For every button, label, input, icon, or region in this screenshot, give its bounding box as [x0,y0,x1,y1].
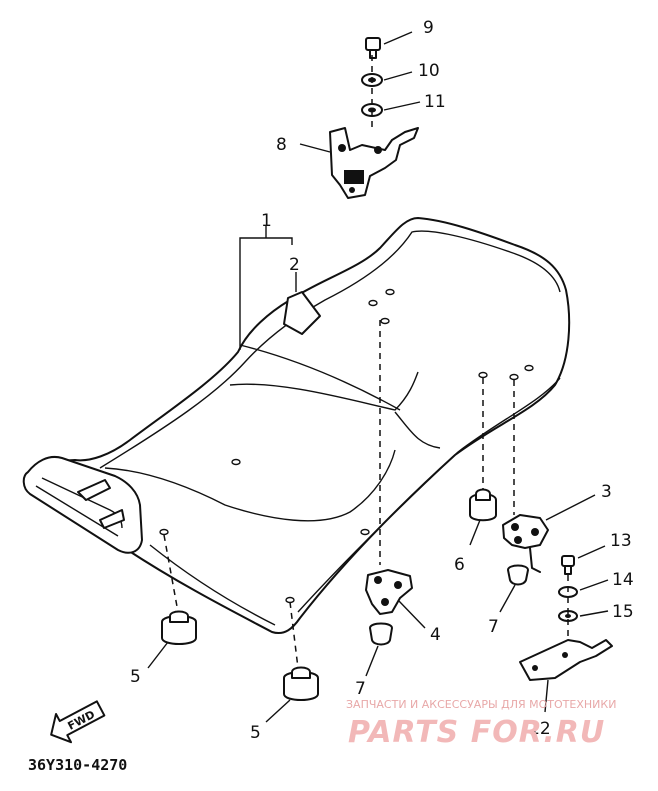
part-9-bolt [365,37,381,59]
fwd-arrow: FWD [50,700,106,744]
callout-2: 2 [289,255,300,275]
callout-3: 3 [601,482,612,502]
watermark: ЗАПЧАСТИ И АКСЕССУАРЫ ДЛЯ МОТОТЕХНИКИ PA… [346,698,616,750]
part-12-lock-plate [519,639,613,681]
diagram-part-code: 36Y310-4270 [28,756,127,774]
callout-labels: 1 2 3 4 5 5 6 7 7 8 9 10 11 12 13 14 15 [130,18,634,743]
lock-block [344,170,364,184]
mounting-holes [159,288,534,604]
callout-13: 13 [610,531,632,551]
callout-14: 14 [612,570,634,590]
part-6-damper [469,488,497,522]
callout-5-rear: 5 [250,723,261,743]
callout-7-left: 7 [355,679,366,699]
callout-5-front: 5 [130,667,141,687]
callout-6: 6 [454,555,465,575]
seat-front-fold [229,371,419,411]
part-7-grommet-left [369,622,393,646]
callout-12: 12 [529,719,551,739]
part-8-seat-lock [329,127,419,199]
part-4-hook [365,569,413,615]
callout-9: 9 [423,18,434,38]
seat-surface-line [104,449,396,522]
leader-lines [147,31,609,723]
seat-outline [30,217,571,634]
alignment-lines [163,55,569,669]
part-5-damper-front [161,610,197,645]
callout-1: 1 [261,211,272,231]
callout-10: 10 [418,61,440,81]
part-7-grommet-right [507,564,529,586]
callout-15: 15 [612,602,634,622]
watermark-tagline: ЗАПЧАСТИ И АКСЕССУАРЫ ДЛЯ МОТОТЕХНИКИ [346,698,616,711]
callout-4: 4 [430,625,441,645]
callout-7-right: 7 [488,617,499,637]
seat-rim [99,230,561,469]
watermark-logo: PARTS FOR.RU [348,715,605,750]
grab-rail [22,456,143,554]
part-2-seat-tab [283,291,321,335]
part-3-hook [502,514,549,573]
callout-11: 11 [424,92,446,112]
seat-assembly [30,217,571,634]
part-5-damper-rear [283,666,319,701]
callout-8: 8 [276,135,287,155]
part-13-bolt [561,555,575,575]
